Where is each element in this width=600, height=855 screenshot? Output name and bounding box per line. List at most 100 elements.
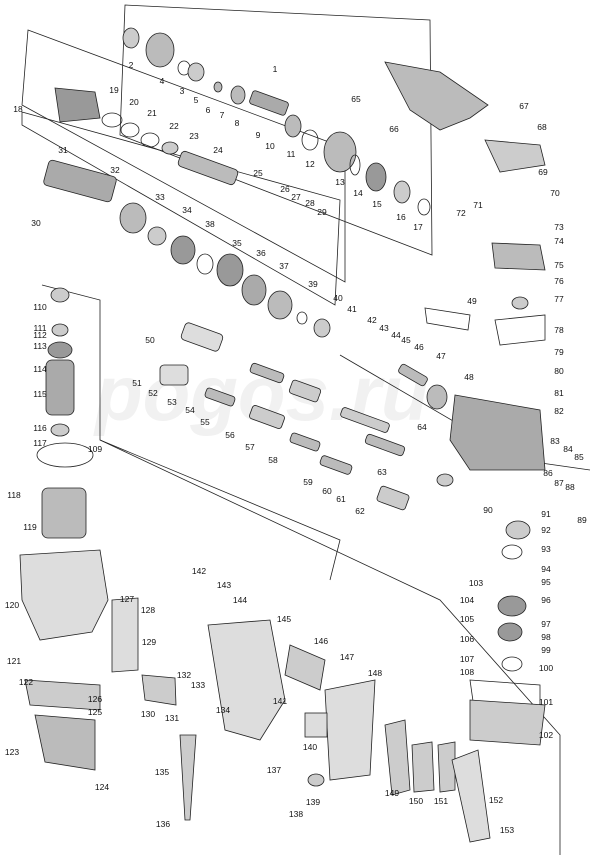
part-number-138: 138 — [289, 809, 303, 819]
part-number-102: 102 — [539, 730, 553, 740]
part-number-46: 46 — [414, 342, 424, 352]
part-number-95: 95 — [541, 577, 551, 587]
part-number-59: 59 — [303, 477, 313, 487]
part-number-123: 123 — [5, 747, 19, 757]
part-number-42: 42 — [367, 315, 377, 325]
part-number-44: 44 — [391, 330, 401, 340]
part-number-4: 4 — [160, 76, 165, 86]
part-number-53: 53 — [167, 397, 177, 407]
part-number-14: 14 — [353, 188, 363, 198]
part-number-61: 61 — [336, 494, 346, 504]
part-number-152: 152 — [489, 795, 503, 805]
part-number-94: 94 — [541, 564, 551, 574]
part-number-67: 67 — [519, 101, 529, 111]
part-number-28: 28 — [305, 198, 315, 208]
part-number-68: 68 — [537, 122, 547, 132]
part-number-136: 136 — [156, 819, 170, 829]
part-number-31: 31 — [58, 145, 68, 155]
part-number-15: 15 — [372, 199, 382, 209]
part-number-147: 147 — [340, 652, 354, 662]
part-number-74: 74 — [554, 236, 564, 246]
part-number-18: 18 — [13, 104, 23, 114]
part-number-98: 98 — [541, 632, 551, 642]
part-number-149: 149 — [385, 788, 399, 798]
part-number-134: 134 — [216, 705, 230, 715]
part-number-78: 78 — [554, 325, 564, 335]
part-number-52: 52 — [148, 388, 158, 398]
part-number-49: 49 — [467, 296, 477, 306]
part-number-69: 69 — [538, 167, 548, 177]
part-number-23: 23 — [189, 131, 199, 141]
part-number-26: 26 — [280, 184, 290, 194]
part-number-126: 126 — [88, 694, 102, 704]
part-number-25: 25 — [253, 168, 263, 178]
part-number-111: 111 — [34, 323, 47, 333]
part-number-34: 34 — [182, 205, 192, 215]
part-number-72: 72 — [456, 208, 466, 218]
part-number-13: 13 — [335, 177, 345, 187]
part-number-8: 8 — [235, 118, 240, 128]
part-number-77: 77 — [554, 294, 564, 304]
part-number-84: 84 — [563, 444, 573, 454]
part-number-104: 104 — [460, 595, 474, 605]
part-number-114: 114 — [33, 364, 47, 374]
part-number-89: 89 — [577, 515, 587, 525]
part-number-122: 122 — [19, 677, 33, 687]
part-number-143: 143 — [217, 580, 231, 590]
part-number-29: 29 — [317, 207, 327, 217]
part-number-140: 140 — [303, 742, 317, 752]
part-number-130: 130 — [141, 709, 155, 719]
part-number-22: 22 — [169, 121, 179, 131]
part-number-86: 86 — [543, 468, 553, 478]
part-number-100: 100 — [539, 663, 553, 673]
part-number-81: 81 — [554, 388, 564, 398]
part-number-129: 129 — [142, 637, 156, 647]
part-number-106: 106 — [460, 634, 474, 644]
part-number-120: 120 — [5, 600, 19, 610]
part-number-145: 145 — [277, 614, 291, 624]
part-number-109: 109 — [88, 444, 102, 454]
part-number-125: 125 — [88, 707, 102, 717]
part-number-150: 150 — [409, 796, 423, 806]
part-number-36: 36 — [256, 248, 266, 258]
part-number-70: 70 — [550, 188, 560, 198]
part-number-131: 131 — [165, 713, 179, 723]
part-number-56: 56 — [225, 430, 235, 440]
part-number-5: 5 — [194, 95, 199, 105]
part-number-16: 16 — [396, 212, 406, 222]
part-number-82: 82 — [554, 406, 564, 416]
part-number-144: 144 — [233, 595, 247, 605]
part-number-33: 33 — [155, 192, 165, 202]
part-number-11: 11 — [287, 149, 296, 159]
part-number-48: 48 — [464, 372, 474, 382]
part-number-142: 142 — [192, 566, 206, 576]
part-number-79: 79 — [554, 347, 564, 357]
part-number-146: 146 — [314, 636, 328, 646]
part-number-47: 47 — [436, 351, 446, 361]
part-number-35: 35 — [232, 238, 242, 248]
part-number-10: 10 — [265, 141, 275, 151]
part-number-113: 113 — [33, 341, 47, 351]
part-number-71: 71 — [473, 200, 483, 210]
part-number-30: 30 — [31, 218, 41, 228]
part-number-97: 97 — [541, 619, 551, 629]
part-number-37: 37 — [279, 261, 289, 271]
part-number-121: 121 — [7, 656, 21, 666]
part-number-128: 128 — [141, 605, 155, 615]
part-number-6: 6 — [206, 105, 211, 115]
part-number-75: 75 — [554, 260, 564, 270]
part-number-65: 65 — [351, 94, 361, 104]
part-number-50: 50 — [145, 335, 155, 345]
part-number-9: 9 — [256, 130, 261, 140]
part-number-76: 76 — [554, 276, 564, 286]
part-number-119: 119 — [23, 522, 37, 532]
part-number-43: 43 — [379, 323, 389, 333]
part-number-153: 153 — [500, 825, 514, 835]
part-number-58: 58 — [268, 455, 278, 465]
part-number-60: 60 — [322, 486, 332, 496]
part-number-103: 103 — [469, 578, 483, 588]
part-number-92: 92 — [541, 525, 551, 535]
part-number-2: 2 — [129, 60, 134, 70]
